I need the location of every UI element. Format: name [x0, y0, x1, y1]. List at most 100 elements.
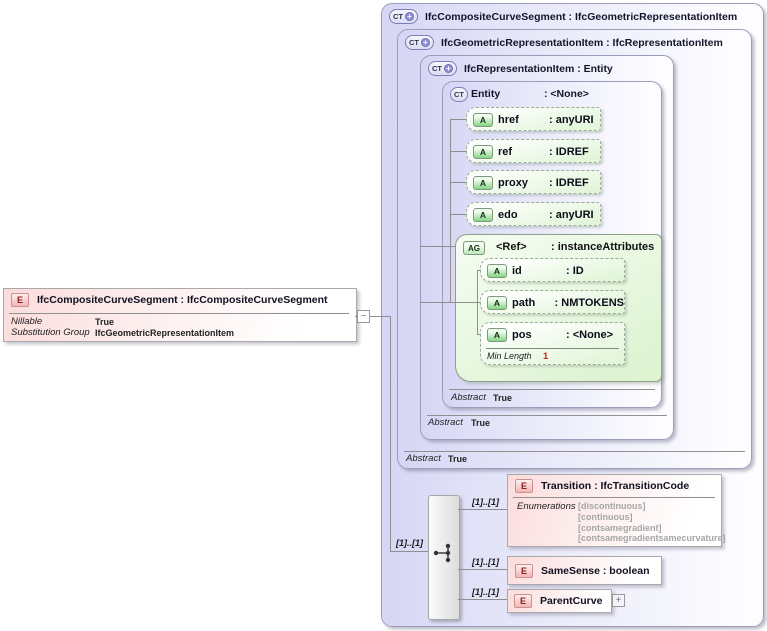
complextype-icon-label: CT: [454, 90, 464, 99]
abstract-value: True: [493, 393, 513, 403]
attribute-icon: A: [473, 145, 493, 159]
element-title: SameSense : boolean: [541, 565, 650, 577]
divider: [486, 348, 619, 349]
element-header: E Transition : IfcTransitionCode: [515, 479, 689, 493]
attribute-icon: A: [487, 264, 507, 278]
complextype-title: IfcGeometricRepresentationItem : IfcRepr…: [441, 36, 723, 49]
expand-icon[interactable]: +: [405, 12, 414, 21]
expand-icon[interactable]: +: [444, 64, 453, 73]
attribute-name: ref: [498, 146, 513, 158]
property-label: Substitution Group: [11, 327, 90, 338]
attribute-type: : <None>: [566, 329, 614, 341]
attribute-type: : anyURI: [549, 209, 594, 221]
attribute-type: : IDREF: [549, 146, 589, 158]
element-title: IfcCompositeCurveSegment : IfcCompositeC…: [37, 294, 328, 306]
connector-line: [450, 119, 466, 120]
attribute-type: : NMTOKENS: [554, 297, 624, 309]
element-header: E SameSense : boolean: [515, 564, 650, 578]
attribute-icon: A: [473, 176, 493, 190]
element-box-parentcurve[interactable]: E ParentCurve: [507, 589, 612, 613]
element-icon: E: [514, 594, 532, 608]
complextype-icon-label: CT: [432, 64, 442, 73]
element-header: E IfcCompositeCurveSegment : IfcComposit…: [11, 293, 328, 307]
cardinality-label: [1]..[1]: [396, 538, 423, 548]
complextype-header: CT: [450, 87, 468, 102]
expand-toggle[interactable]: +: [612, 594, 625, 607]
expand-icon[interactable]: +: [421, 38, 430, 47]
connector-line: [355, 316, 391, 317]
cardinality-label: [1]..[1]: [472, 587, 499, 597]
property-value: IfcGeometricRepresentationItem: [95, 328, 235, 338]
enumeration-value: [discontinuous]: [578, 501, 646, 511]
attribute-icon: A: [473, 113, 493, 127]
element-icon: E: [515, 479, 533, 493]
complextype-base: : <None>: [544, 88, 589, 100]
complextype-title: IfcCompositeCurveSegment : IfcGeometricR…: [425, 10, 738, 23]
attribute-group-icon: AG: [463, 241, 485, 255]
divider: [427, 415, 667, 416]
abstract-label: Abstract: [451, 392, 486, 403]
facet-minlength-value: 1: [543, 351, 549, 362]
enumeration-value: [continuous]: [578, 511, 633, 522]
connector-line: [450, 151, 466, 152]
element-icon: E: [515, 564, 533, 578]
element-box-transition[interactable]: E Transition : IfcTransitionCode Enumera…: [507, 474, 726, 547]
complextype-header: CT+ IfcRepresentationItem : Entity: [428, 61, 613, 76]
connector-line: [458, 509, 507, 510]
enumeration-value: [contsamegradient]: [578, 522, 662, 533]
enumeration-value: [contsamegradientsamecurvature]: [578, 533, 726, 544]
sequence-indicator[interactable]: [428, 495, 460, 620]
connector-line: [477, 270, 481, 271]
complextype-title: IfcRepresentationItem : Entity: [464, 62, 613, 75]
complextype-icon-label: CT: [393, 12, 403, 21]
element-box-samesense[interactable]: E SameSense : boolean: [507, 556, 662, 585]
element-title: Transition : IfcTransitionCode: [541, 480, 690, 492]
element-title: ParentCurve: [540, 595, 603, 607]
element-box-ifccompositecurvesegment[interactable]: E IfcCompositeCurveSegment : IfcComposit…: [3, 288, 357, 342]
connector-line: [458, 569, 507, 570]
property-label: Nillable: [11, 316, 43, 327]
attribute-name: path: [512, 297, 536, 309]
attribute-icon: A: [487, 296, 507, 310]
connector-line: [420, 302, 480, 303]
abstract-value: True: [471, 418, 491, 428]
complextype-icon: CT+: [428, 61, 457, 76]
divider: [513, 497, 715, 498]
attribute-name: proxy: [498, 177, 528, 189]
abstract-label: Abstract: [406, 453, 441, 464]
divider: [404, 451, 745, 452]
attribute-group-type: : instanceAttributes: [551, 241, 655, 253]
complextype-header: CT+ IfcCompositeCurveSegment : IfcGeomet…: [389, 9, 737, 24]
collapse-toggle[interactable]: −: [357, 310, 370, 323]
attribute-group-header: AG <Ref> : instanceAttributes: [463, 241, 654, 255]
complextype-name: Entity: [471, 88, 501, 100]
connector-line: [390, 551, 428, 552]
attribute-type: : anyURI: [549, 114, 594, 126]
connector-line: [477, 334, 481, 335]
connector-line: [450, 119, 451, 303]
property-value: True: [95, 317, 115, 327]
complextype-icon: CT: [450, 87, 468, 102]
connector-line: [450, 214, 466, 215]
attribute-name: pos: [512, 329, 532, 341]
attribute-icon: A: [487, 328, 507, 342]
cardinality-label: [1]..[1]: [472, 497, 499, 507]
connector-line: [420, 246, 455, 247]
complextype-icon: CT+: [389, 9, 418, 24]
connector-line: [450, 182, 466, 183]
abstract-label: Abstract: [428, 417, 463, 428]
attribute-name: href: [498, 114, 519, 126]
connector-line: [477, 270, 478, 335]
attribute-type: : ID: [566, 265, 584, 277]
connector-line: [390, 316, 391, 551]
enumerations-label: Enumerations: [517, 501, 576, 512]
abstract-value: True: [448, 454, 468, 464]
divider: [9, 313, 349, 314]
